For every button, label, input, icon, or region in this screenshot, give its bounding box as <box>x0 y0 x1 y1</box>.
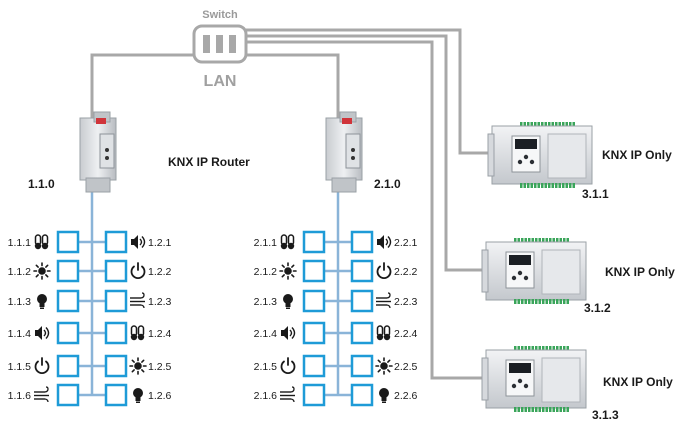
bus-device-box-2.1.6 <box>302 383 326 407</box>
lan-cable-ip-only-2 <box>246 34 484 272</box>
sun-icon <box>375 357 393 375</box>
bus-device-address: 2.1.6 <box>254 390 278 402</box>
bulb-icon <box>37 294 47 309</box>
ip-only-1-device <box>487 122 593 188</box>
bus-device-box-2.1.2 <box>302 259 326 283</box>
bus-device-address: 1.1.1 <box>8 237 32 249</box>
thermometer-icon <box>130 325 145 341</box>
bus-device-address: 2.1.4 <box>254 328 278 340</box>
bus-device-address: 1.1.4 <box>8 328 32 340</box>
sun-icon <box>279 262 297 280</box>
bus-device-box-1.1.1 <box>56 230 80 254</box>
bus-device-address: 1.2.2 <box>148 266 172 278</box>
speaker-icon <box>377 235 392 249</box>
sun-icon <box>33 262 51 280</box>
sun-icon <box>129 357 147 375</box>
bus-device-address: 1.1.2 <box>8 266 32 278</box>
speaker-icon <box>35 326 50 340</box>
router-1-address: 1.1.0 <box>28 177 55 191</box>
bulb-icon <box>133 388 143 403</box>
knx-ip-router-2-device <box>325 111 363 193</box>
bulb-icon <box>379 388 389 403</box>
lan-cable-ip-only-3 <box>246 40 484 380</box>
bus-device-box-1.1.6 <box>56 383 80 407</box>
ip-only-3-label: KNX IP Only <box>603 375 673 389</box>
speaker-icon <box>131 235 146 249</box>
bus-device-address: 1.2.5 <box>148 361 172 373</box>
bus-device-box-1.1.3 <box>56 289 80 313</box>
lan-cable-router-1 <box>90 53 196 120</box>
power-icon <box>376 262 392 280</box>
bus-device-box-2.1.3 <box>302 289 326 313</box>
bus-device-address: 2.2.3 <box>394 296 418 308</box>
bus-device-box-1.2.2 <box>104 259 128 283</box>
thermometer-icon <box>280 234 295 250</box>
ip-only-3-address: 3.1.3 <box>592 408 619 422</box>
bus-device-box-1.2.3 <box>104 289 128 313</box>
knx-bus-devices: 1.1.1 1.1.2 1.1.3 1.1.4 1.1.5 1.1.6 1.2.1 1.2.2… <box>8 230 418 407</box>
bus-device-box-2.2.1 <box>350 230 374 254</box>
ip-only-2-address: 3.1.2 <box>584 301 611 315</box>
bus-device-box-1.2.6 <box>104 383 128 407</box>
bus-device-box-1.2.5 <box>104 354 128 378</box>
bus-device-address: 1.2.3 <box>148 296 172 308</box>
knx-ip-only-devices <box>481 122 593 412</box>
power-icon <box>34 357 50 375</box>
bus-device-address: 1.1.5 <box>8 361 32 373</box>
wind-icon <box>280 386 295 403</box>
lan-switch: Switch LAN <box>192 9 248 90</box>
bus-device-address: 1.1.3 <box>8 296 32 308</box>
wind-icon <box>130 292 145 309</box>
ip-only-3-device <box>481 346 587 412</box>
router-2-address: 2.1.0 <box>374 177 401 191</box>
lan-cable-ip-only-1 <box>246 28 490 155</box>
bus-device-address: 2.2.5 <box>394 361 418 373</box>
speaker-icon <box>281 326 296 340</box>
switch-label: Switch <box>202 9 238 21</box>
bus-device-box-2.2.5 <box>350 354 374 378</box>
bus-device-address: 2.1.3 <box>254 296 278 308</box>
bus-device-box-2.2.2 <box>350 259 374 283</box>
bus-device-box-1.1.4 <box>56 321 80 345</box>
thermometer-icon <box>34 234 49 250</box>
bus-device-address: 1.2.4 <box>148 328 172 340</box>
knx-bus-lines <box>90 180 340 395</box>
ip-only-1-label: KNX IP Only <box>602 148 672 162</box>
lan-cabling <box>90 28 490 380</box>
bus-device-box-2.2.6 <box>350 383 374 407</box>
bus-device-address: 1.2.1 <box>148 237 172 249</box>
wind-icon <box>34 386 49 403</box>
wind-icon <box>376 292 391 309</box>
bus-device-address: 1.2.6 <box>148 390 172 402</box>
bulb-icon <box>283 294 293 309</box>
bus-device-address: 2.1.5 <box>254 361 278 373</box>
lan-cable-router-2 <box>246 53 340 120</box>
thermometer-icon <box>376 325 391 341</box>
bus-device-address: 2.2.2 <box>394 266 418 278</box>
bus-device-box-1.2.4 <box>104 321 128 345</box>
bus-device-box-1.2.1 <box>104 230 128 254</box>
bus-device-address: 1.1.6 <box>8 390 32 402</box>
bus-device-address: 2.1.1 <box>254 237 278 249</box>
power-icon <box>130 262 146 280</box>
router-1-label: KNX IP Router <box>168 155 250 169</box>
bus-device-box-2.1.4 <box>302 321 326 345</box>
knx-ip-router-device <box>79 111 117 193</box>
power-icon <box>280 357 296 375</box>
ip-only-2-label: KNX IP Only <box>605 265 675 279</box>
bus-device-address: 2.2.4 <box>394 328 418 340</box>
bus-device-address: 2.1.2 <box>254 266 278 278</box>
bus-device-address: 2.2.1 <box>394 237 418 249</box>
bus-device-box-2.2.4 <box>350 321 374 345</box>
bus-device-box-1.1.5 <box>56 354 80 378</box>
bus-device-box-1.1.2 <box>56 259 80 283</box>
lan-label: LAN <box>204 73 237 90</box>
bus-device-box-2.1.1 <box>302 230 326 254</box>
ip-only-2-device <box>481 238 587 304</box>
ip-only-1-address: 3.1.1 <box>582 187 609 201</box>
bus-device-address: 2.2.6 <box>394 390 418 402</box>
bus-device-box-2.2.3 <box>350 289 374 313</box>
bus-device-box-2.1.5 <box>302 354 326 378</box>
